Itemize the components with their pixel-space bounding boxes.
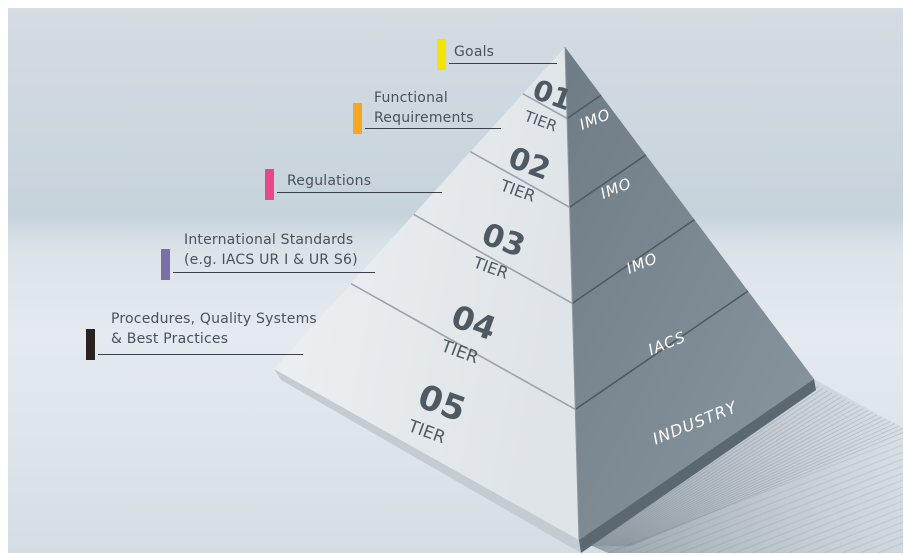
label-color-bar: [265, 169, 274, 200]
leader-line: [98, 354, 303, 355]
tier-separator-left: [522, 92, 568, 120]
label-line: Functional: [374, 90, 449, 106]
leader-line: [449, 63, 557, 64]
leader-line: [173, 272, 375, 273]
tier-separator-left: [470, 150, 570, 208]
label-color-bar: [353, 103, 362, 134]
tier-description-label: Goals: [454, 42, 494, 62]
label-line: Goals: [454, 44, 495, 60]
tier-separator-right: [574, 290, 749, 411]
tier-separator-right: [569, 154, 647, 208]
label-color-bar: [86, 329, 95, 360]
tier-description-label: Regulations: [287, 171, 371, 191]
label-line: Requirements: [374, 110, 474, 126]
label-line: Regulations: [287, 173, 372, 189]
label-line: (e.g. IACS UR I & UR S6): [184, 252, 358, 268]
tier-separator-left: [413, 213, 573, 305]
tier-description-label: Procedures, Quality Systems & Best Practi…: [111, 309, 317, 349]
label-line: & Best Practices: [111, 331, 229, 347]
label-color-bar: [161, 249, 170, 280]
label-color-bar: [437, 39, 446, 70]
tier-separator-right: [566, 94, 602, 120]
pyramid-shadow: [579, 379, 903, 553]
tier-separator-right: [571, 218, 695, 305]
label-line: Procedures, Quality Systems: [111, 311, 317, 327]
leader-line: [277, 192, 442, 193]
tier-description-label: International Standards (e.g. IACS UR I &…: [184, 230, 358, 270]
leader-line: [365, 128, 501, 129]
label-line: International Standards: [184, 232, 354, 248]
tier-separator-left: [350, 282, 576, 411]
